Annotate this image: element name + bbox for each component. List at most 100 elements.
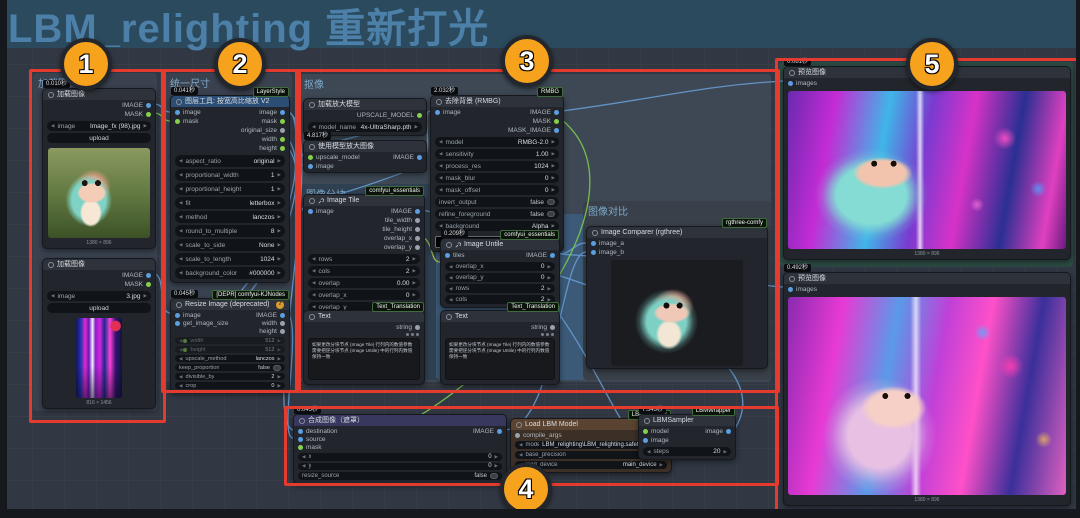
node-text-note-1[interactable]: Text_Translation Text string 如果更改分块节点 (I… <box>303 302 425 385</box>
port-dot[interactable] <box>435 110 440 115</box>
widget-y[interactable]: y0 <box>298 462 502 470</box>
port-dot[interactable] <box>146 282 151 287</box>
toggle-knob[interactable] <box>273 364 281 371</box>
port-dot[interactable] <box>554 119 559 124</box>
port-dot[interactable] <box>643 438 648 443</box>
port-dot[interactable] <box>280 110 285 115</box>
input-port-image[interactable]: image <box>175 108 201 117</box>
port-dot[interactable] <box>280 320 285 326</box>
collapse-dot[interactable] <box>446 313 452 320</box>
input-port-source[interactable]: source <box>298 435 337 443</box>
collapse-dot[interactable] <box>309 197 315 204</box>
input-port-images[interactable]: images <box>788 285 817 294</box>
port-dot[interactable] <box>550 253 555 258</box>
toggle-knob[interactable] <box>490 472 498 479</box>
output-port-IMAGE[interactable]: IMAGE <box>473 427 502 435</box>
port-dot[interactable] <box>515 432 520 438</box>
widget-background_color[interactable]: background_color#000000 <box>175 267 285 279</box>
port-dot[interactable] <box>445 253 450 258</box>
port-dot[interactable] <box>417 113 422 118</box>
help-icon[interactable]: ? <box>276 300 284 309</box>
port-dot[interactable] <box>417 155 422 160</box>
output-port-tile_height[interactable]: tile_height <box>382 225 420 234</box>
port-dot[interactable] <box>308 164 313 169</box>
input-port-images[interactable]: images <box>788 79 817 88</box>
port-dot[interactable] <box>280 312 285 318</box>
output-port-width[interactable]: width <box>241 135 285 144</box>
output-port-string[interactable]: string <box>531 323 555 332</box>
collapse-dot[interactable] <box>446 241 452 248</box>
toggle-knob[interactable] <box>547 199 555 205</box>
collapse-dot[interactable] <box>299 417 305 424</box>
collapse-dot[interactable] <box>789 69 795 76</box>
node-resize-image[interactable]: 0.045秒[DEPR] comfyui-KJNodes Resize Imag… <box>170 290 290 393</box>
port-dot[interactable] <box>591 250 596 255</box>
port-dot[interactable] <box>591 241 596 246</box>
input-port-get_image_size[interactable]: get_image_size <box>175 319 229 327</box>
collapse-dot[interactable] <box>644 417 650 424</box>
widget-x[interactable]: x0 <box>298 453 502 461</box>
widget-upload[interactable]: upload <box>47 303 151 313</box>
collapse-dot[interactable] <box>176 98 182 105</box>
port-dot[interactable] <box>175 320 180 326</box>
output-port-tile_width[interactable]: tile_width <box>382 216 420 225</box>
text-widget-controls[interactable] <box>304 333 424 336</box>
port-dot[interactable] <box>415 227 420 232</box>
collapse-dot[interactable] <box>789 275 795 282</box>
input-port-image_a[interactable]: image_a <box>591 239 624 248</box>
output-port-IMAGE[interactable]: IMAGE <box>393 153 422 162</box>
output-port-MASK[interactable]: MASK <box>508 117 559 126</box>
port-dot[interactable] <box>497 428 502 434</box>
input-port-mask[interactable]: mask <box>298 443 337 451</box>
port-dot[interactable] <box>550 325 555 330</box>
port-dot[interactable] <box>308 209 313 214</box>
node-text-note-2[interactable]: Text_Translation Text string 如果更改分块节点 (I… <box>440 302 560 385</box>
node-load-upscale-model[interactable]: 加载放大模型 UPSCALE_MODEL model_name4x-UltraS… <box>303 98 427 136</box>
input-port-image[interactable]: image <box>175 311 229 319</box>
collapse-dot[interactable] <box>309 101 315 108</box>
collapse-dot[interactable] <box>48 261 54 268</box>
output-port-height[interactable]: height <box>256 327 285 335</box>
output-port-height[interactable]: height <box>241 144 285 153</box>
output-port-IMAGE[interactable]: IMAGE <box>508 108 559 117</box>
node-preview-image-2[interactable]: 0.492秒 预览图像 images 1380 × 896 <box>783 264 1071 506</box>
port-dot[interactable] <box>415 218 420 223</box>
port-dot[interactable] <box>415 236 420 241</box>
output-port-IMAGE[interactable]: IMAGE <box>122 101 151 110</box>
port-dot[interactable] <box>280 146 285 151</box>
widget-overlap_x[interactable]: overlap_x0 <box>445 262 555 271</box>
widget-overlap_x[interactable]: overlap_x0 <box>308 290 420 300</box>
input-port-compile_args[interactable]: compile_args <box>515 431 562 439</box>
input-port-tiles[interactable]: tiles <box>445 251 465 260</box>
widget-upload[interactable]: upload <box>47 133 151 143</box>
widget-overlap_y[interactable]: overlap_y0 <box>445 273 555 282</box>
node-image-comparer[interactable]: rgthree-comfy Image Comparer (rgthree) i… <box>586 218 768 369</box>
input-port-image[interactable]: image <box>308 207 334 216</box>
collapse-dot[interactable] <box>48 91 54 98</box>
input-port-destination[interactable]: destination <box>298 427 337 435</box>
